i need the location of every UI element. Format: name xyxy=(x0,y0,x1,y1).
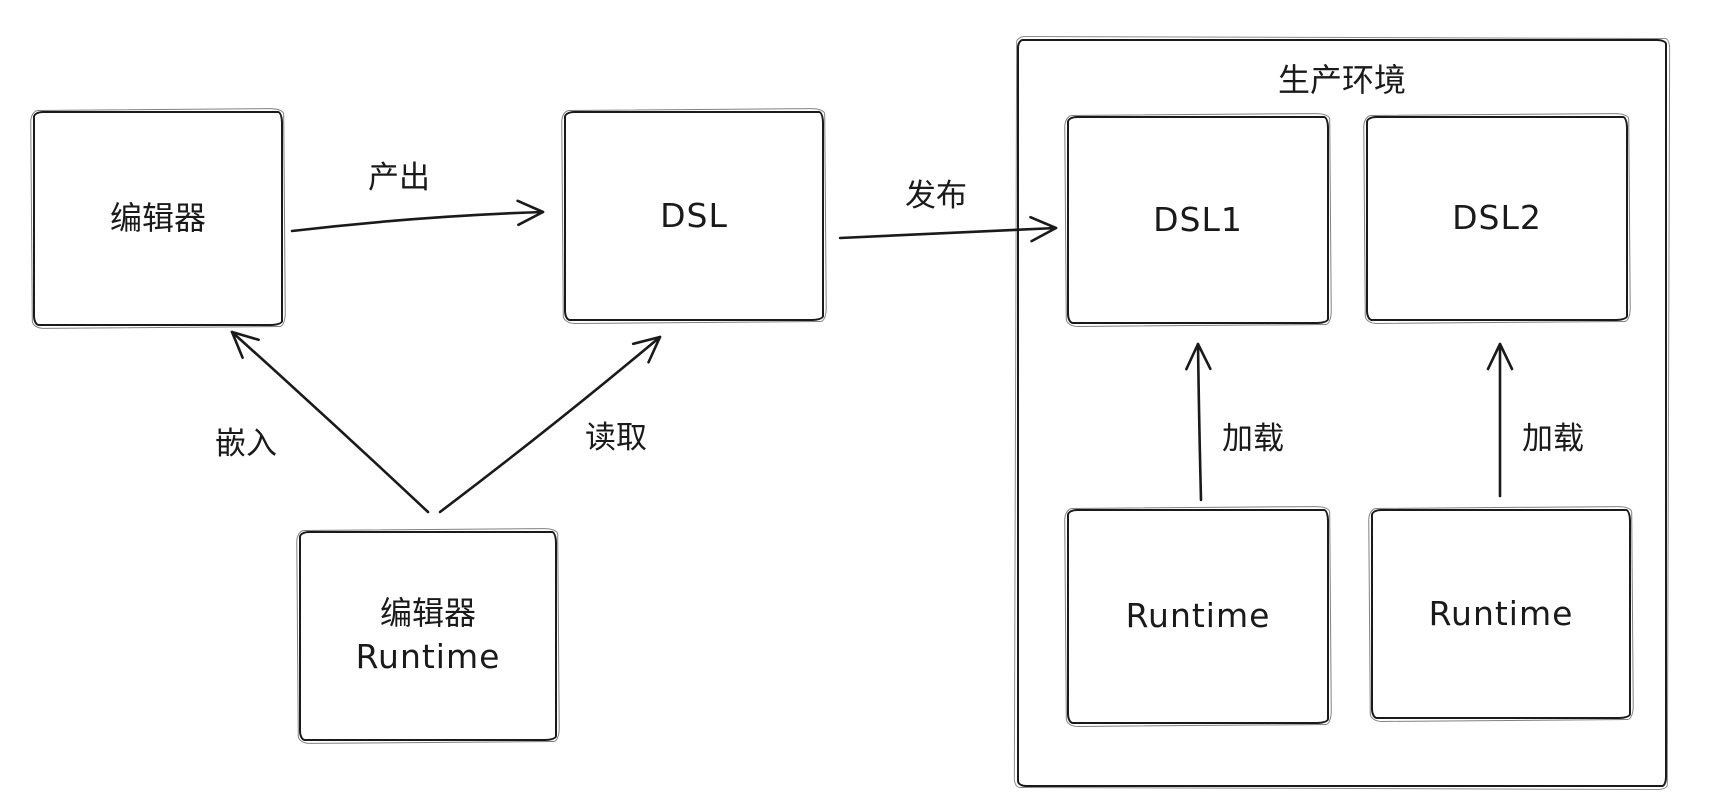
edge-read-label: 读取 xyxy=(585,420,647,456)
node-editor-label: 编辑器 xyxy=(109,198,206,237)
node-dsl1: DSL1 xyxy=(1067,116,1329,324)
edge-read-arrow xyxy=(438,335,662,514)
node-editor-runtime: 编辑器 Runtime xyxy=(299,531,557,741)
node-editor-runtime-line1: 编辑器 xyxy=(379,594,476,633)
node-runtime2-label: Runtime xyxy=(1428,593,1574,633)
group-production-title: 生产环境 xyxy=(1277,61,1406,99)
edge-load2-label: 加载 xyxy=(1522,421,1584,457)
node-runtime1: Runtime xyxy=(1067,509,1329,724)
node-dsl-label: DSL xyxy=(660,195,728,235)
edge-publish-label: 发布 xyxy=(905,178,967,214)
node-dsl: DSL xyxy=(564,111,824,321)
node-dsl2-label: DSL2 xyxy=(1452,198,1542,238)
node-editor: 编辑器 xyxy=(33,111,283,326)
edge-produce-arrow xyxy=(290,199,545,233)
edge-produce-label: 产出 xyxy=(368,160,430,196)
node-runtime1-label: Runtime xyxy=(1125,596,1271,636)
node-runtime2: Runtime xyxy=(1371,509,1631,719)
group-production-environment: 生产环境 xyxy=(1017,39,1667,787)
node-dsl2: DSL2 xyxy=(1366,116,1628,321)
edge-load1-label: 加载 xyxy=(1222,421,1284,457)
edge-embed-label: 嵌入 xyxy=(215,426,277,462)
node-dsl1-label: DSL1 xyxy=(1153,199,1243,239)
edge-embed-arrow xyxy=(230,330,430,514)
node-editor-runtime-line2: Runtime xyxy=(355,637,501,677)
